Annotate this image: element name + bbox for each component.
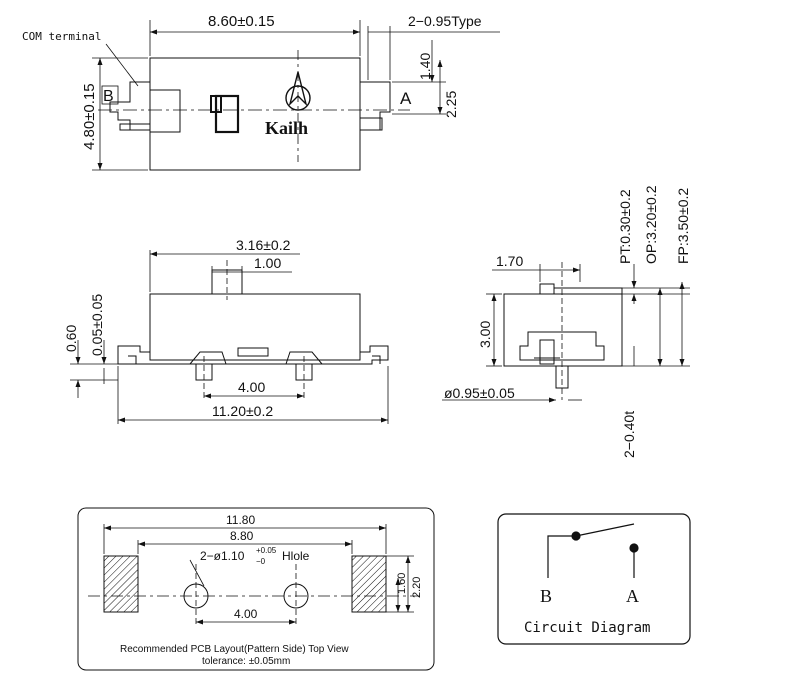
pin-diameter: ø0.95±0.05 — [444, 385, 515, 401]
front-body — [149, 293, 361, 361]
dim-316: 3.16±0.2 — [236, 237, 291, 253]
dim-160: 1.60 — [396, 573, 408, 594]
hole-tol-lower: −0 — [256, 557, 266, 566]
slider-rect — [214, 94, 240, 134]
switch-contact — [575, 523, 635, 537]
terminal-a-outline — [360, 81, 391, 131]
circuit-label-b: B — [540, 586, 552, 606]
circuit-label-a: A — [626, 586, 639, 606]
circuit-frame — [497, 513, 691, 645]
circuit-title: Circuit Diagram — [524, 620, 650, 636]
dim-880: 8.80 — [230, 529, 254, 543]
dim-220: 2.20 — [411, 577, 423, 598]
pcb-tolerance: tolerance: ±0.05mm — [202, 656, 290, 667]
pcb-dim-400: 4.00 — [234, 607, 258, 621]
label-a-top: A — [400, 89, 412, 108]
switch-body-top — [149, 57, 361, 171]
dim-140: 1.40 — [417, 53, 433, 80]
hole-suffix: Hlole — [282, 549, 310, 563]
front-dim-400: 4.00 — [238, 379, 265, 395]
top-view — [92, 20, 500, 171]
terminal-b-outline — [109, 81, 150, 131]
pin-length: 2−0.40t — [621, 411, 637, 458]
hole-tol-upper: +0.05 — [256, 546, 277, 555]
front-view — [70, 250, 389, 424]
dim-1120: 11.20±0.2 — [212, 403, 273, 419]
dim-1180: 11.80 — [226, 513, 255, 527]
label-b-top: B — [103, 88, 114, 105]
dim-005: 0.05±0.05 — [89, 294, 105, 356]
pt-dim: PT:0.30±0.2 — [617, 189, 633, 264]
fp-dim: FP:3.50±0.2 — [675, 188, 691, 264]
pad-right — [351, 555, 387, 613]
side-view — [442, 262, 690, 403]
circuit-diagram — [497, 513, 691, 645]
dim-170: 1.70 — [496, 253, 523, 269]
wire-b — [547, 535, 576, 578]
com-terminal-label: COM terminal — [22, 30, 101, 43]
logo-text: Kailh — [265, 118, 308, 138]
kailh-logo — [285, 71, 311, 111]
left-slot — [149, 89, 181, 133]
hole-callout: 2−ø1.10 — [200, 549, 245, 563]
pcb-frame — [77, 507, 435, 671]
pcb-layout — [77, 507, 435, 671]
dim-300: 3.00 — [477, 321, 493, 348]
dim-225: 2.25 — [443, 91, 459, 118]
top-height-dim: 4.80±0.15 — [81, 83, 98, 150]
dim-100: 1.00 — [254, 255, 281, 271]
type-label: 2−0.95Type — [408, 13, 482, 29]
pcb-caption: Recommended PCB Layout(Pattern Side) Top… — [120, 644, 349, 655]
pad-left — [103, 555, 139, 613]
op-dim: OP:3.20±0.2 — [643, 185, 659, 264]
dim-060: 0.60 — [63, 325, 79, 352]
top-width-dim: 8.60±0.15 — [208, 13, 275, 30]
